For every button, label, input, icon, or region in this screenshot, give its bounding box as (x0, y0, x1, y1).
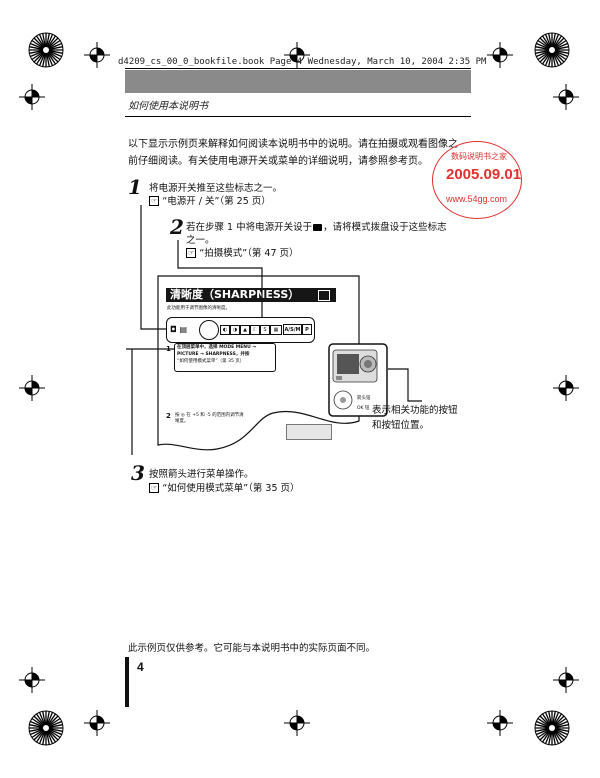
mode-icon-3: ▲ (240, 325, 250, 335)
sample-page-title: 清晰度（SHARPNESS） (166, 288, 336, 302)
sample-step-1-line-2: PICTURE → SHARPNESS，并按 (177, 352, 250, 357)
sample-step-2-a: 按 (175, 413, 180, 418)
book-reference-icon: ☞ (149, 196, 160, 206)
sample-step-2-number: 2 (166, 412, 171, 420)
camera-icon (313, 224, 323, 231)
button-position-callout: 表示相关功能的按钮 和按钮位置。 (372, 403, 458, 433)
mode-icon-4: ☾ (250, 325, 260, 335)
step-1-reference-text: “电源开 / 关”（第 25 页） (162, 196, 271, 207)
footer-note: 此示例页仅供参考。它可能与本说明书中的实际页面不同。 (128, 643, 376, 654)
intro-line-1: 以下显示示例页来解释如何阅读本说明书中的说明。请在拍摄或观看图像之 (128, 139, 458, 150)
step-2-number: 2 (170, 215, 184, 239)
sample-step-2-text: 按 ◎ 在 +5 和 -5 的范围内调节清 晰度。 (175, 413, 244, 424)
ok-button-label: OK 钮 (357, 406, 370, 411)
stamp-line-1: 数码说明书之家 (451, 152, 507, 161)
print-header: d4209_cs_00_0_bookfile.book Page 4 Wedne… (118, 57, 487, 67)
stamp-date: 2005.09.01 (446, 166, 522, 183)
sample-step-1-line-1: 在顶层菜单中，选择 MODE MENU → (177, 345, 257, 350)
sample-step-1-box (174, 343, 276, 372)
section-title: 如何使用本说明书 (128, 101, 208, 112)
mode-icon-2: ◑ (230, 325, 240, 335)
mode-icon-5: S (260, 325, 270, 335)
power-switch-icons: ◘ ▤ (170, 325, 188, 334)
step-1-text: 将电源开关推至这些标志之一。 (149, 183, 283, 194)
sample-screen-thumbnail (286, 424, 332, 440)
sample-page-subtitle: 此功能用于调节图像的清晰度。 (167, 306, 230, 311)
step-2-reference-text: “拍摄模式”（第 47 页） (199, 248, 299, 259)
page-number: 4 (137, 660, 144, 674)
mode-dial-icon (199, 320, 219, 340)
step-3-number: 3 (131, 461, 145, 485)
sample-page-mode-icon (318, 290, 330, 301)
header-band (125, 70, 471, 93)
sample-step-2-c: 晰度。 (175, 419, 189, 424)
intro-line-2: 前仔细阅读。有关使用电源开关或菜单的详细说明，请参照参考页。 (128, 156, 428, 167)
camera-illustration (328, 343, 388, 417)
book-reference-icon: ☞ (149, 483, 160, 493)
mode-icon-6: ▦ (270, 325, 282, 335)
step-2-text-a: 若在步骤 1 中将电源开关设于 (186, 222, 313, 233)
website-stamp (432, 141, 522, 219)
step-2-reference: ☞ “拍摄模式”（第 47 页） (186, 247, 299, 260)
sample-step-2-b: 在 +5 和 -5 的范围内调节清 (186, 413, 244, 418)
sample-step-1-line-3: “如何使用模式菜单”（第 35 页） (177, 359, 245, 364)
step-1-number: 1 (128, 175, 142, 199)
book-reference-icon: ☞ (186, 248, 197, 258)
mode-p-label: P (302, 324, 312, 335)
mode-icon-1: ◐ (220, 325, 230, 335)
intro-text: 以下显示示例页来解释如何阅读本说明书中的说明。请在拍摄或观看图像之 前仔细阅读。… (128, 136, 473, 170)
stamp-url: www.54gg.com (446, 194, 508, 204)
step-3-reference: ☞ “如何使用模式菜单”（第 35 页） (149, 482, 300, 495)
page-marker-bar (125, 657, 129, 707)
section-rule (125, 116, 471, 117)
header-rule (125, 68, 471, 69)
callout-line-1: 表示相关功能的按钮 (372, 405, 458, 416)
mode-asm-label: A/S/M (283, 324, 302, 335)
arrow-button-label: 箭头钮 (357, 396, 371, 401)
step-2-text-c: 之一。 (186, 235, 215, 246)
callout-line-2: 和按钮位置。 (372, 420, 430, 431)
step-2-text-b: ，请将模式拨盘设于这些标志 (323, 222, 447, 233)
step-3-reference-text: “如何使用模式菜单”（第 35 页） (162, 483, 300, 494)
step-2-text: 若在步骤 1 中将电源开关设于 ，请将模式拨盘设于这些标志 之一。 (186, 221, 476, 247)
step-3-text: 按照箭头进行菜单操作。 (149, 469, 254, 480)
step-1-reference: ☞ “电源开 / 关”（第 25 页） (149, 195, 271, 208)
